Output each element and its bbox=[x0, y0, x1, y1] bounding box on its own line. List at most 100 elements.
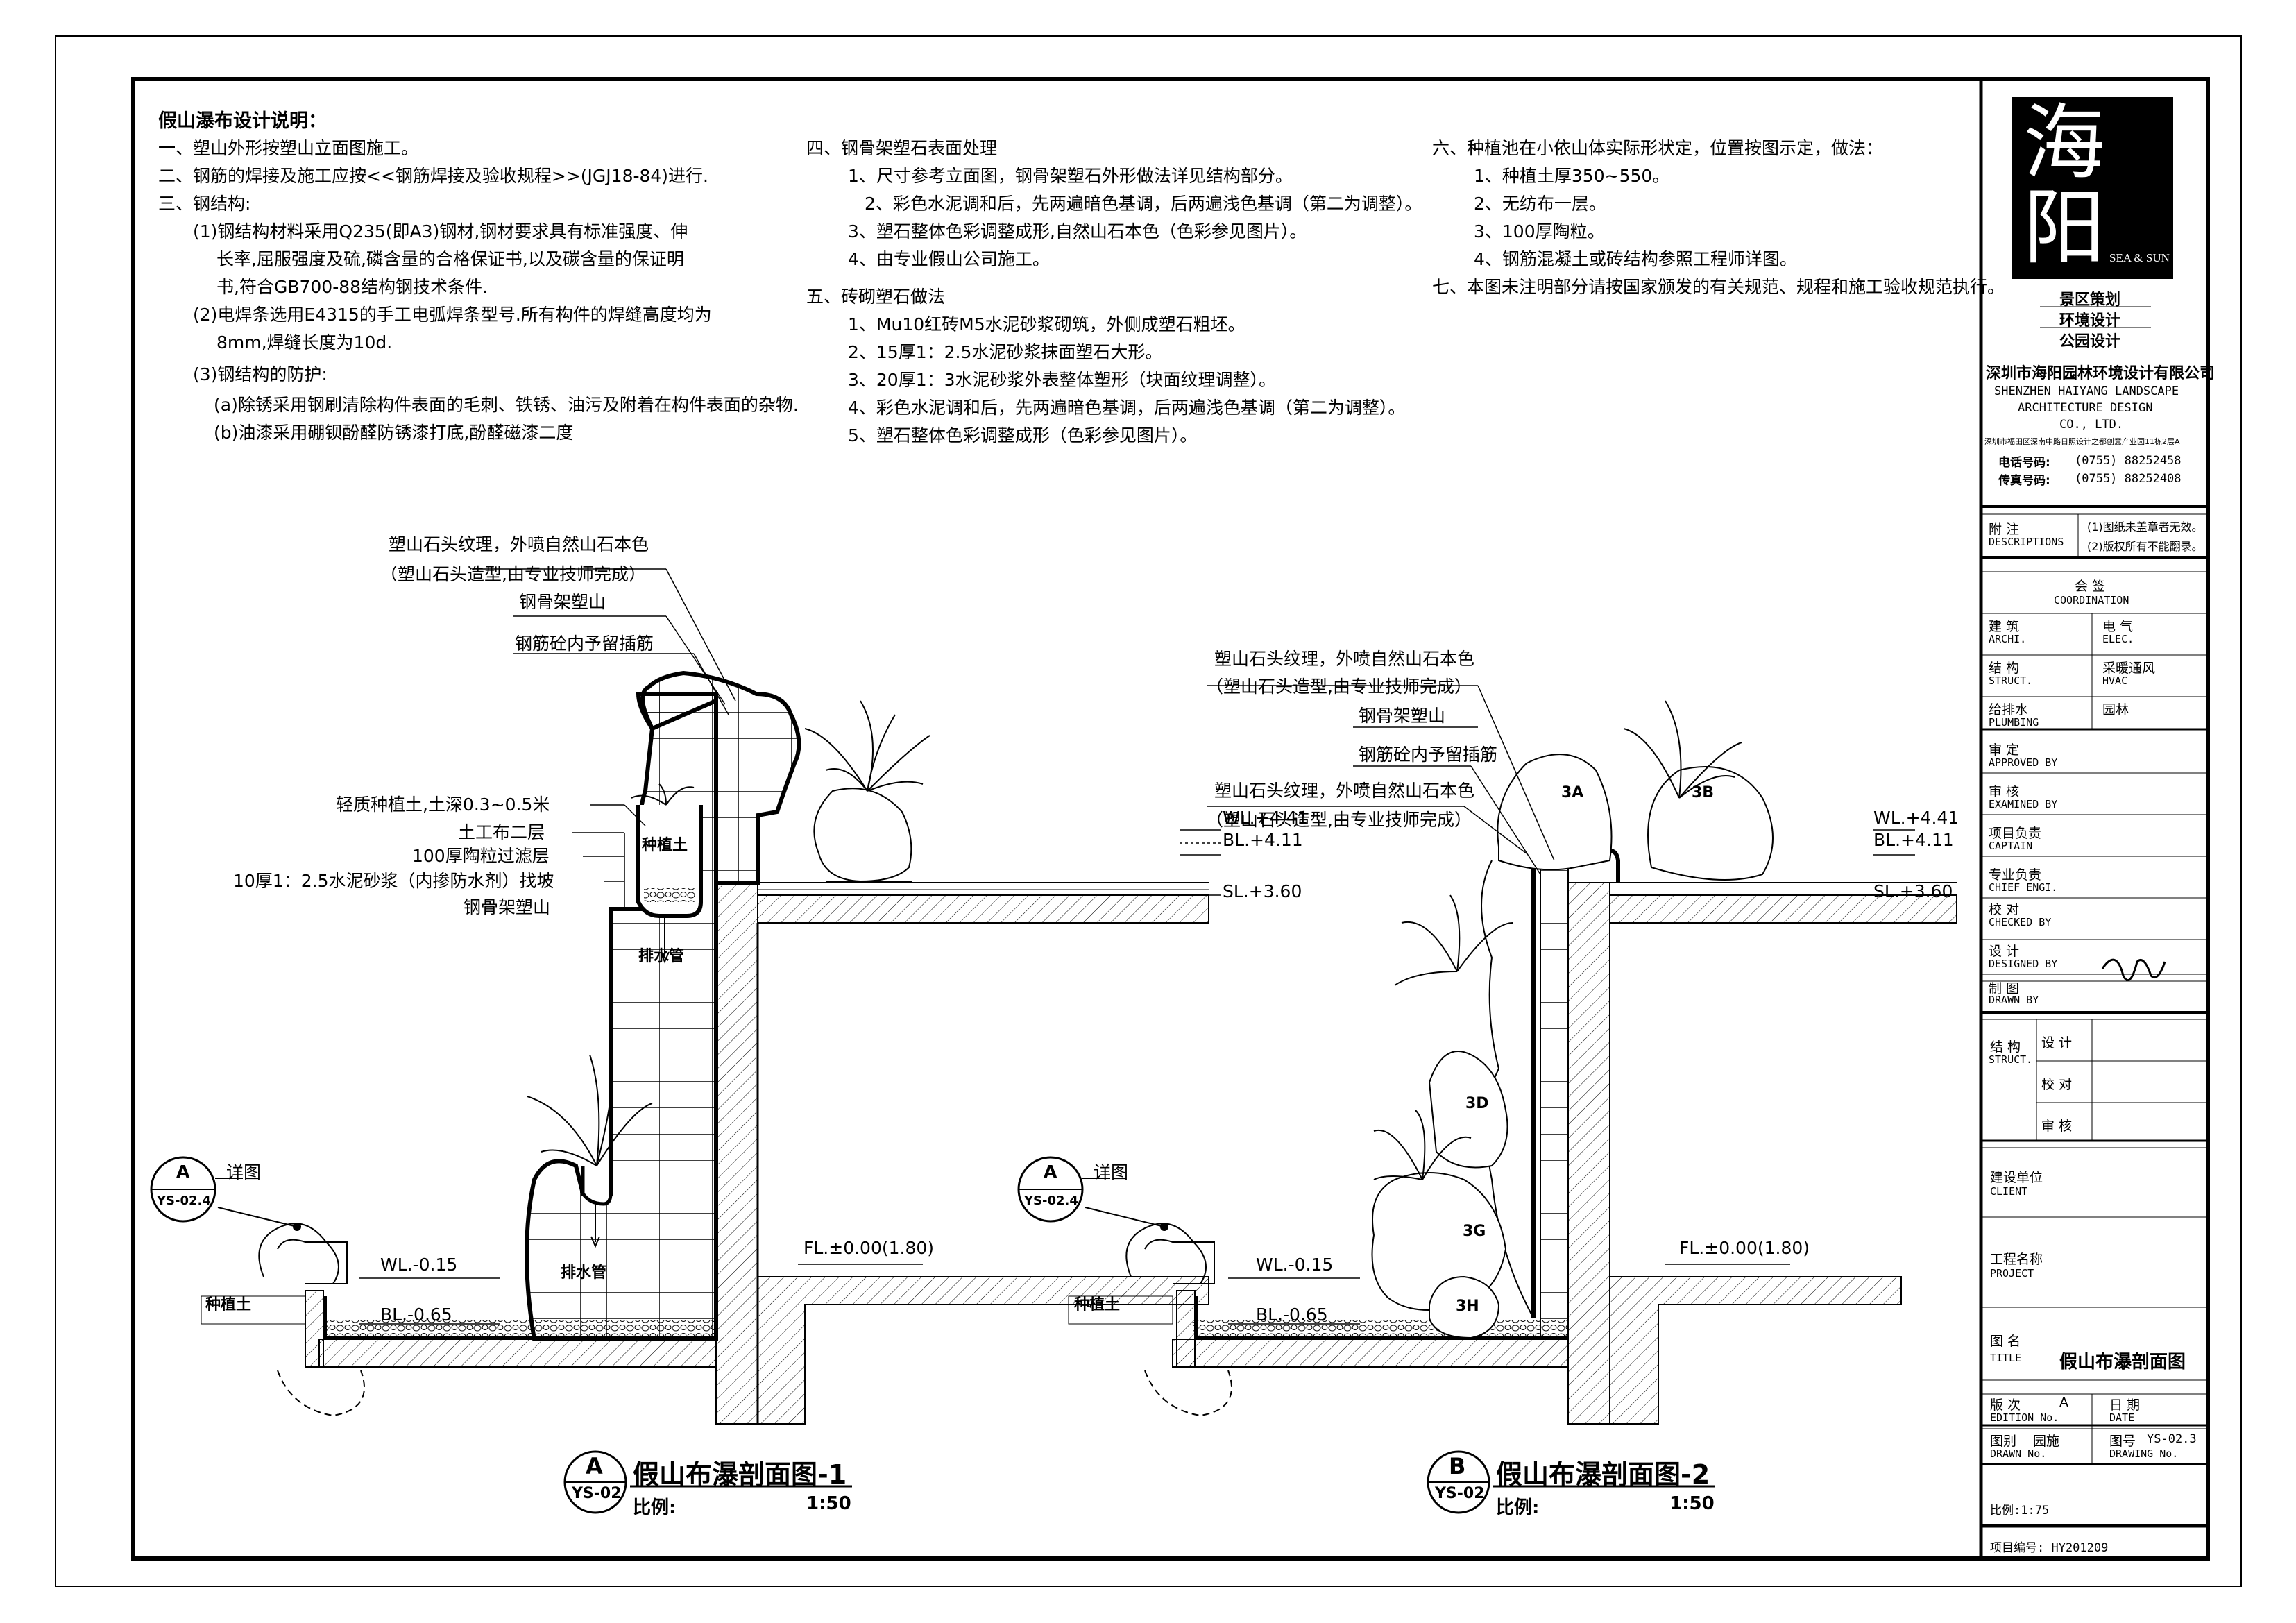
s1-title-underline bbox=[630, 1485, 852, 1488]
s2-badge-letter: B bbox=[1449, 1453, 1466, 1479]
note-line: 三、钢结构: bbox=[158, 194, 251, 214]
note-line: 2、15厚1：2.5水泥砂浆抹面塑石大形。 bbox=[848, 342, 1163, 362]
designed-en: DESIGNED BY bbox=[1989, 958, 2058, 970]
s2-title: 假山布瀑剖面图-2 bbox=[1496, 1459, 1710, 1490]
approved-cn: 审 定 bbox=[1989, 742, 2020, 758]
s2-bl-low: BL.-0.65 bbox=[1256, 1305, 1328, 1325]
note-line: (3)钢结构的防护: bbox=[193, 364, 328, 384]
coord-hvac-cn: 采暖通风 bbox=[2102, 661, 2156, 676]
plant-mid-2 bbox=[1394, 894, 1513, 986]
upper-deck-slab bbox=[757, 894, 1209, 924]
s1-wl-low: WL.-0.15 bbox=[380, 1255, 458, 1275]
notes-title: 假山瀑布设计说明： bbox=[158, 110, 327, 132]
level-markers-2 bbox=[1228, 829, 1915, 1325]
s2-detail-leader bbox=[1082, 1178, 1168, 1231]
s2-title-badge bbox=[1427, 1450, 1490, 1514]
pool-liner-2 bbox=[1194, 1296, 1568, 1340]
note-line: 书,符合GB700-88结构钢技术条件. bbox=[216, 277, 488, 297]
examined-cn: 审 核 bbox=[1989, 784, 2020, 799]
notes-column-2: 四、钢骨架塑石表面处理 1、尺寸参考立面图，钢骨架塑石外形做法详见结构部分。 2… bbox=[806, 135, 1422, 450]
desc-line-1: (1)图纸未盖章者无效。 bbox=[2087, 520, 2203, 534]
chief-engi-cn: 专业负责 bbox=[1989, 867, 2042, 883]
s2-title-underline bbox=[1493, 1485, 1715, 1488]
s2-scale-value: 1:50 bbox=[1669, 1493, 1715, 1514]
desc-line-2: (2)版权所有不能翻录。 bbox=[2087, 540, 2203, 553]
s1-bl-top: BL.+4.11 bbox=[1223, 830, 1303, 850]
plant-lower bbox=[527, 1054, 653, 1166]
struct-cn: 结 构 bbox=[1990, 1039, 2021, 1055]
rock-3g bbox=[1371, 1172, 1507, 1311]
s1-callout-top-4: 钢筋砼内予留插筋 bbox=[515, 634, 654, 654]
lower-floor-slab-2 bbox=[1609, 1276, 1902, 1425]
s1-callout-top-3: 钢骨架塑山 bbox=[519, 592, 606, 612]
note-line: 8mm,焊缝长度为10d. bbox=[216, 332, 393, 352]
s1-detail-ref: YS-02.4 bbox=[157, 1193, 211, 1208]
captain-en: CAPTAIN bbox=[1989, 840, 2033, 852]
plant-top-2 bbox=[1623, 700, 1742, 799]
note-line: (a)除锈采用钢刷清除构件表面的毛刺、铁锈、油污及附着在构件表面的杂物. bbox=[214, 395, 799, 415]
section-2-drawing bbox=[1068, 685, 1957, 1425]
coord-hvac-en: HVAC bbox=[2102, 674, 2128, 687]
s2-detail-badge bbox=[1017, 1156, 1084, 1223]
approved-en: APPROVED BY bbox=[1989, 756, 2058, 769]
s2-badge-ref: YS-02 bbox=[1435, 1485, 1485, 1502]
coord-plumbing-en: PLUMBING bbox=[1989, 716, 2039, 729]
title-en: TITLE bbox=[1990, 1352, 2022, 1364]
s2-callout-1-line-3: 钢骨架塑山 bbox=[1359, 706, 1446, 726]
approvals-extra-lines bbox=[1981, 974, 2208, 975]
s1-scale-value: 1:50 bbox=[806, 1493, 851, 1514]
plant-low-2 bbox=[1373, 1110, 1472, 1180]
upper-deck-slab-2 bbox=[1609, 894, 1957, 924]
note-line: 2、无纺布一层。 bbox=[1474, 194, 1606, 214]
drawing-no-en: DRAWING No. bbox=[2109, 1447, 2179, 1460]
fax-label: 传真号码: bbox=[1998, 474, 2050, 488]
rock-label-3g: 3G bbox=[1463, 1223, 1486, 1240]
s1-planter-label: 种植土 bbox=[642, 837, 688, 854]
s2-detail-ref: YS-02.4 bbox=[1024, 1193, 1078, 1208]
project-cn: 工程名称 bbox=[1990, 1252, 2043, 1267]
drawn-no-en: DRAWN No. bbox=[1990, 1447, 2047, 1460]
retaining-wall-2 bbox=[1567, 882, 1610, 1425]
rock-3h bbox=[1429, 1275, 1500, 1339]
drawing-no-cn: 图号 bbox=[2109, 1434, 2136, 1449]
s1-fl: FL.±0.00(1.80) bbox=[803, 1238, 935, 1258]
company-logo: 海 阳 SEA & SUN bbox=[2012, 97, 2173, 279]
s1-badge-ref: YS-02 bbox=[572, 1485, 622, 1502]
note-line: (b)油漆采用硼钡酚醛防锈漆打底,酚醛磁漆二度 bbox=[214, 423, 574, 443]
coord-landscape-cn: 园林 bbox=[2102, 702, 2129, 717]
section-1-drawing bbox=[201, 568, 1221, 1425]
s1-drain-label-1: 排水管 bbox=[638, 948, 685, 965]
note-line: 二、钢筋的焊接及施工应按<<钢筋焊接及验收规程>>(JGJ18-84)进行. bbox=[158, 166, 709, 186]
s2-callout-1-line-2: （塑山石头造型,由专业技师完成） bbox=[1206, 677, 1472, 697]
s1-callout-left-2: 土工布二层 bbox=[458, 822, 545, 842]
note-line: 七、本图未注明部分请按国家颁发的有关规范、规程和施工验收规范执行。 bbox=[1432, 277, 2005, 297]
client-cn: 建设单位 bbox=[1990, 1170, 2043, 1185]
coord-elec-en: ELEC. bbox=[2102, 633, 2134, 645]
note-line: 3、20厚1：3水泥砂浆外表整体塑形（块面纹理调整）。 bbox=[848, 370, 1277, 390]
s2-sl: SL.+3.60 bbox=[1873, 881, 1953, 901]
shrub-left bbox=[258, 1223, 339, 1284]
title-cn: 图 名 bbox=[1990, 1334, 2021, 1349]
s1-sl: SL.+3.60 bbox=[1223, 881, 1302, 901]
note-line: 一、塑山外形按塑山立面图施工。 bbox=[158, 138, 419, 158]
note-line: 5、塑石整体色彩调整成形（色彩参见图片）。 bbox=[848, 425, 1198, 445]
section-2-leaders bbox=[1207, 685, 1555, 875]
title-value: 假山布瀑剖面图 bbox=[2059, 1352, 2186, 1373]
edition-value: A bbox=[2059, 1395, 2068, 1410]
rock-label-3b: 3B bbox=[1692, 784, 1715, 801]
coord-struct-cn: 结 构 bbox=[1989, 661, 2020, 676]
checked-en: CHECKED BY bbox=[1989, 916, 2052, 928]
client-en: CLIENT bbox=[1990, 1185, 2028, 1198]
struct-en: STRUCT. bbox=[1989, 1053, 2033, 1066]
note-line: (2)电焊条选用E4315的手工电弧焊条型号.所有构件的焊缝高度均为 bbox=[193, 305, 712, 325]
logo-char-1: 海 bbox=[2023, 95, 2106, 191]
drawn-by-cn: 制 图 bbox=[1989, 981, 2020, 996]
coord-elec-cn: 电 气 bbox=[2102, 619, 2134, 634]
shrub-left-2 bbox=[1125, 1223, 1207, 1284]
rock-3d bbox=[1428, 1051, 1508, 1169]
note-line: 1、种植土厚350~550。 bbox=[1474, 166, 1670, 186]
s1-detail-badge bbox=[150, 1156, 216, 1223]
notes-column-3: 六、种植池在小依山体实际形状定，位置按图示定，做法： 1、种植土厚350~550… bbox=[1432, 135, 2005, 301]
project-number: 项目编号: HY201209 bbox=[1990, 1541, 2109, 1555]
sheet-scale: 比例:1:75 bbox=[1990, 1504, 2050, 1518]
